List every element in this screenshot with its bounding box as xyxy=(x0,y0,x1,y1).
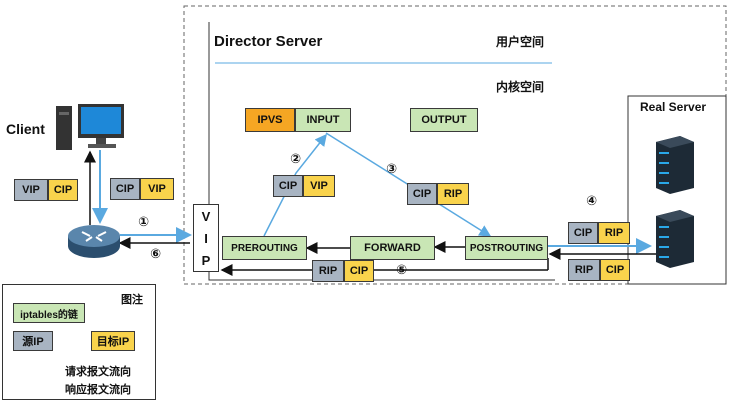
real-server-border xyxy=(627,95,727,285)
src-ip: CIP xyxy=(110,178,140,200)
postrouting-chain: POSTROUTING xyxy=(465,236,548,260)
server-icon-1 xyxy=(650,136,694,194)
legend-response-label: 响应报文流向 xyxy=(65,384,131,396)
legend-title: 图注 xyxy=(121,294,143,306)
packet-client-response: CIP VIP xyxy=(110,178,174,200)
forward-chain: FORWARD xyxy=(350,236,435,260)
legend-chain-swatch: iptables的链 xyxy=(13,303,85,323)
router-icon xyxy=(66,222,122,260)
packet-step4-response: RIP CIP xyxy=(568,259,630,281)
vip-letter: P xyxy=(201,252,211,268)
output-chain: OUTPUT xyxy=(410,108,478,132)
src-ip: VIP xyxy=(14,179,48,201)
dst-ip: RIP xyxy=(598,222,630,244)
vip-interface: V I P xyxy=(193,204,219,272)
arrow-step2 xyxy=(263,133,327,237)
packet-step3: CIP RIP xyxy=(407,183,469,205)
step-1-label: ① xyxy=(138,214,150,229)
user-space-label: 用户空间 xyxy=(496,35,545,49)
dst-ip: CIP xyxy=(344,260,374,282)
dst-ip: CIP xyxy=(600,259,630,281)
dst-ip: VIP xyxy=(140,178,174,200)
src-ip: RIP xyxy=(568,259,600,281)
step-3-label: ③ xyxy=(386,161,398,176)
src-ip: CIP xyxy=(407,183,437,205)
packet-step5: RIP CIP xyxy=(312,260,374,282)
src-ip: RIP xyxy=(312,260,344,282)
legend: 图注 iptables的链 源IP 目标IP 请求报文流向 响应报文流向 xyxy=(2,284,156,400)
vip-letter: I xyxy=(204,230,208,246)
ipvs-box: IPVS xyxy=(245,108,295,132)
dst-ip: VIP xyxy=(303,175,335,197)
input-chain: INPUT xyxy=(295,108,351,132)
src-ip: CIP xyxy=(273,175,303,197)
prerouting-chain: PREROUTING xyxy=(222,236,307,260)
packet-step2: CIP VIP xyxy=(273,175,335,197)
step-6-label: ⑥ xyxy=(150,246,162,261)
step-4-label: ④ xyxy=(586,193,598,208)
step-2-label: ② xyxy=(290,151,302,166)
legend-request-label: 请求报文流向 xyxy=(65,366,131,378)
client-computer-icon xyxy=(54,104,130,152)
director-title: Director Server xyxy=(214,33,323,50)
legend-dst-ip-swatch: 目标IP xyxy=(91,331,135,351)
kernel-space-label: 内核空间 xyxy=(496,80,545,94)
src-ip: CIP xyxy=(568,222,598,244)
legend-src-ip-swatch: 源IP xyxy=(13,331,53,351)
packet-step4-request: CIP RIP xyxy=(568,222,630,244)
packet-client-request: VIP CIP xyxy=(14,179,78,201)
dst-ip: CIP xyxy=(48,179,78,201)
server-icon-2 xyxy=(650,210,694,268)
client-label: Client xyxy=(6,121,45,137)
step-5-label: ⑤ xyxy=(396,262,408,277)
real-server-label: Real Server xyxy=(640,100,707,114)
vip-letter: V xyxy=(201,208,211,224)
dst-ip: RIP xyxy=(437,183,469,205)
